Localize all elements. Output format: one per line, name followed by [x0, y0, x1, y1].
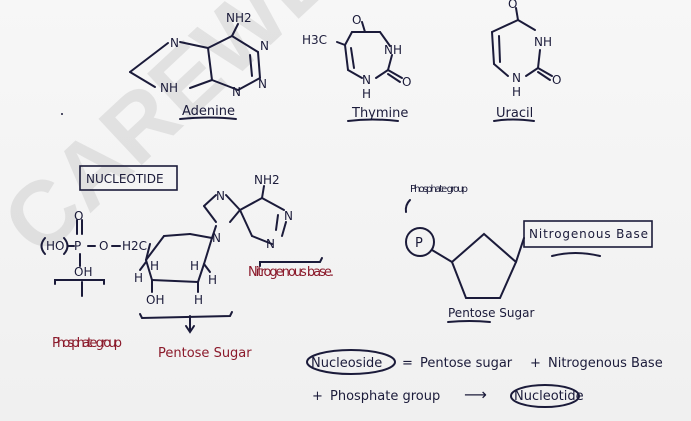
nucleotide-schematic [404, 199, 653, 323]
sugar-h5: H [194, 293, 203, 307]
label-uracil: Uracil [496, 106, 533, 121]
sugar-h2c: H2C [122, 239, 147, 253]
phosphate-circle [405, 227, 435, 257]
adenine-nh2: NH2 [226, 11, 252, 25]
maroon-labels: Nitrogenous base. Phosphate group Pentos… [52, 265, 334, 361]
base-n1: N [284, 209, 293, 223]
phosphate-p: P [74, 239, 81, 253]
base-nh2: NH2 [254, 173, 280, 187]
phosphate-o-top: O [74, 209, 83, 223]
label-phosphate-group: Phosphate group [52, 336, 122, 351]
sugar-h3: H [190, 259, 199, 273]
thymine-nh: NH [384, 43, 402, 57]
eq-nitrogenous-base: Nitrogenous Base [548, 356, 663, 371]
pentose-ring [139, 225, 233, 334]
label-pentose-sugar: Pentose Sugar [158, 346, 252, 361]
label-schematic-p: P [415, 236, 423, 251]
adenine-structure [129, 23, 261, 91]
adenine-n3: N [232, 85, 241, 99]
uracil-nh: NH [534, 35, 552, 49]
sugar-h2: H [134, 271, 143, 285]
nitrogenous-base-box [523, 220, 653, 248]
uracil-structure [491, 7, 553, 81]
base-n7: N [216, 189, 225, 203]
eq-nucleoside: Nucleoside [311, 356, 382, 371]
thymine-h: H [362, 87, 371, 101]
thymine-o: O [352, 13, 361, 27]
sugar-h1: H [150, 259, 159, 273]
eq-nucleotide: Nucleotide [514, 389, 584, 404]
nucleotide-box-frame [79, 165, 178, 191]
eq-pentose-sugar: Pentose sugar [420, 356, 513, 371]
sugar-h4: H [208, 273, 217, 287]
label-nitrogenous-base: Nitrogenous base. [248, 265, 334, 280]
thymine-structure [336, 21, 403, 83]
eq-phosphate-group: Phosphate group [330, 389, 440, 404]
label-schematic-sugar: Pentose Sugar [448, 306, 534, 320]
uracil-n: N [512, 71, 521, 85]
name-labels: Adenine Thymine Uracil NUCLEOTIDE Phosph… [86, 104, 648, 320]
uracil-o: O [508, 0, 517, 11]
eq-plus-2: + [312, 389, 323, 404]
phosphate-oh: OH [74, 265, 92, 279]
atom-labels: NH2 N NH N N N H3C O NH N H O O NH N H O… [46, 0, 561, 307]
thymine-h3c: H3C [302, 33, 327, 47]
label-schematic-phosphate: Phosphate group [410, 184, 468, 195]
phosphate-structure [40, 219, 121, 297]
label-thymine: Thymine [351, 106, 408, 121]
uracil-o2: O [552, 73, 561, 87]
equation: Nucleoside = Pentose sugar + Nitrogenous… [311, 356, 663, 404]
pentose-pentagon [450, 232, 518, 299]
nucleoside-oval [306, 349, 396, 375]
thymine-n: N [362, 73, 371, 87]
adenine-n7: N [170, 36, 179, 50]
base-n3: N [266, 237, 275, 251]
adenine-n9: N [258, 77, 267, 91]
label-nucleotide-box: NUCLEOTIDE [86, 172, 164, 186]
adenine-n1: N [260, 39, 269, 53]
nucleotide-oval [510, 384, 580, 408]
eq-plus: + [530, 356, 541, 371]
phosphate-o-bridge: O [99, 239, 108, 253]
phosphate-ho: HO [46, 239, 64, 253]
uracil-h: H [512, 85, 521, 99]
label-schematic-base: Nitrogenous Base [529, 227, 648, 241]
base-structures [40, 7, 653, 408]
base-n9: N [212, 231, 221, 245]
adenine-nh: NH [160, 81, 178, 95]
label-adenine: Adenine [182, 104, 235, 119]
eq-arrow: ⟶ [464, 385, 487, 404]
eq-equals: = [402, 356, 413, 371]
attached-adenine [203, 185, 323, 267]
thymine-o2: O [402, 75, 411, 89]
sugar-oh: OH [146, 293, 164, 307]
